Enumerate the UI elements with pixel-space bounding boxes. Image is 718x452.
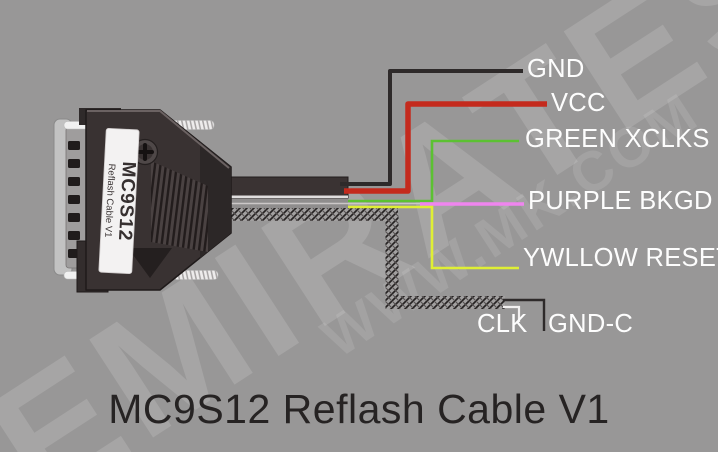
shield-braid-vertical	[385, 214, 399, 302]
wire-label-clk: CLK	[477, 310, 528, 338]
hood-bottom-notch	[128, 248, 172, 278]
pointer-gndc	[503, 298, 546, 331]
page-title: MC9S12 Reflash Cable V1	[108, 386, 610, 432]
cable-assembly	[223, 176, 505, 309]
pointer-clk	[503, 305, 521, 322]
wire-label-xclks: GREEN XCLKS	[525, 125, 710, 153]
wire-label-vcc: VCC	[551, 89, 606, 117]
wire-vcc	[344, 101, 547, 194]
connector-hood: MC9S12 Reflash Cable V1	[76, 108, 232, 293]
wire-gnd	[340, 69, 523, 186]
wire-label-gnd: GND	[527, 55, 585, 83]
shield-braid-bottom	[385, 296, 505, 309]
cable-jacket	[223, 176, 349, 199]
connector-label: MC9S12 Reflash Cable V1	[98, 127, 140, 275]
hood-vent-ribs	[151, 161, 208, 252]
connector-label-line1: MC9S12	[114, 161, 139, 242]
connector-label-line2: Reflash Cable V1	[102, 163, 117, 237]
wire-reset	[348, 205, 519, 270]
shield-braid-top	[224, 208, 398, 221]
wires	[340, 69, 547, 331]
wire-label-reset: YWLLOW RESET	[523, 244, 718, 272]
wire-label-bkgd: PURPLE BKGD	[528, 187, 713, 215]
wire-label-gndc: GND-C	[548, 310, 634, 338]
wire-xclks	[348, 139, 519, 203]
